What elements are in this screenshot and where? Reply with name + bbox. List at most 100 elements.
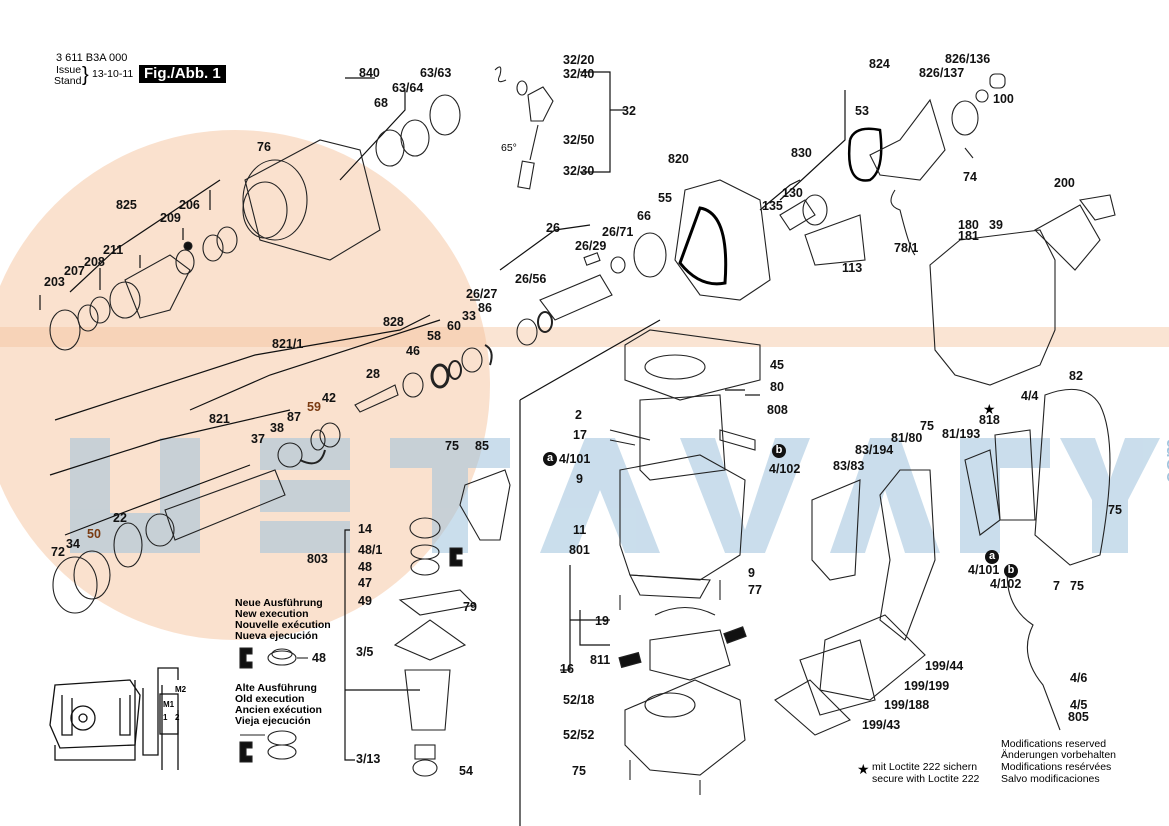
part-label[interactable]: 208	[84, 255, 105, 269]
part-label[interactable]: 100	[993, 92, 1014, 106]
part-label[interactable]: 199/44	[925, 659, 964, 673]
part-label[interactable]: 83/83	[833, 459, 865, 473]
part-label[interactable]: 3/5	[356, 645, 374, 659]
part-label[interactable]: 830	[791, 146, 812, 160]
part-label[interactable]: 75	[920, 419, 934, 433]
part-label[interactable]: 4/102	[769, 462, 801, 476]
part-label[interactable]: 81/193	[942, 427, 981, 441]
part-label[interactable]: 75	[1070, 579, 1084, 593]
part-label[interactable]: 63/63	[420, 66, 452, 80]
part-label[interactable]: 199/43	[862, 718, 901, 732]
part-label[interactable]: 825	[116, 198, 137, 212]
part-label[interactable]: 9	[576, 472, 583, 486]
part-label[interactable]: 82	[1069, 369, 1083, 383]
part-label[interactable]: 199/199	[904, 679, 950, 693]
part-label[interactable]: 80	[770, 380, 784, 394]
part-label[interactable]: 821/1	[272, 337, 304, 351]
part-label[interactable]: 53	[855, 104, 869, 118]
part-label[interactable]: 801	[569, 543, 590, 557]
part-label[interactable]: 17	[573, 428, 587, 442]
part-label[interactable]: 4/102	[990, 577, 1022, 591]
part-label[interactable]: 26	[546, 221, 560, 235]
part-label[interactable]: 54	[459, 764, 473, 778]
part-label[interactable]: 49	[358, 594, 372, 608]
part-label[interactable]: 32/40	[563, 67, 595, 81]
part-label[interactable]: 75	[572, 764, 586, 778]
part-label[interactable]: 63/64	[392, 81, 424, 95]
part-label[interactable]: 38	[270, 421, 284, 435]
part-label[interactable]: 26/29	[575, 239, 607, 253]
part-label[interactable]: 86	[478, 301, 492, 315]
part-label[interactable]: 22	[113, 511, 127, 525]
part-label[interactable]: 48	[312, 651, 326, 665]
part-label[interactable]: 200	[1054, 176, 1075, 190]
part-label[interactable]: 77	[748, 583, 762, 597]
part-label[interactable]: 83/194	[855, 443, 894, 457]
part-label[interactable]: 11	[573, 523, 587, 537]
part-label[interactable]: 42	[322, 391, 336, 405]
part-label[interactable]: 4/101	[559, 452, 591, 466]
part-label[interactable]: 821	[209, 412, 230, 426]
part-label[interactable]: 85	[475, 439, 489, 453]
part-label[interactable]: 14	[358, 522, 372, 536]
part-label[interactable]: 818	[979, 413, 1000, 427]
part-label[interactable]: 58	[427, 329, 441, 343]
part-label[interactable]: 37	[251, 432, 265, 446]
part-label[interactable]: 4/5	[1070, 698, 1088, 712]
part-label[interactable]: 74	[963, 170, 977, 184]
part-label[interactable]: 47	[358, 576, 372, 590]
part-label[interactable]: 66	[637, 209, 651, 223]
part-label[interactable]: 32	[622, 104, 636, 118]
part-label[interactable]: 33	[462, 309, 476, 323]
part-label[interactable]: 32/20	[563, 53, 595, 67]
part-label[interactable]: 78/1	[894, 241, 919, 255]
part-label[interactable]: 19	[595, 614, 609, 628]
part-label[interactable]: 826/137	[919, 66, 965, 80]
part-label[interactable]: 828	[383, 315, 404, 329]
part-label[interactable]: 26/56	[515, 272, 547, 286]
part-label[interactable]: 199/188	[884, 698, 930, 712]
part-label[interactable]: 52/18	[563, 693, 595, 707]
part-label[interactable]: 46	[406, 344, 420, 358]
part-label[interactable]: 68	[374, 96, 388, 110]
part-label[interactable]: 45	[770, 358, 784, 372]
part-label[interactable]: 16	[560, 662, 574, 676]
part-label[interactable]: 79	[463, 600, 477, 614]
part-label[interactable]: 824	[869, 57, 890, 71]
part-label[interactable]: 211	[103, 243, 124, 257]
part-label[interactable]: 135	[762, 199, 783, 213]
part-label[interactable]: 87	[287, 410, 301, 424]
part-label[interactable]: 48/1	[358, 543, 383, 557]
part-label[interactable]: 32/30	[563, 164, 595, 178]
part-label[interactable]: 50	[87, 527, 101, 541]
part-label[interactable]: 2	[575, 408, 582, 422]
part-label[interactable]: 206	[179, 198, 200, 212]
part-label[interactable]: 60	[447, 319, 461, 333]
part-label[interactable]: 4/4	[1021, 389, 1039, 403]
part-label[interactable]: 4/101	[968, 563, 1000, 577]
part-label[interactable]: 4/6	[1070, 671, 1088, 685]
part-label[interactable]: 826/136	[945, 52, 991, 66]
part-label[interactable]: 180	[958, 218, 979, 232]
part-label[interactable]: 130	[782, 186, 803, 200]
part-label[interactable]: 26/71	[602, 225, 634, 239]
part-label[interactable]: 207	[64, 264, 85, 278]
part-label[interactable]: 34	[66, 537, 80, 551]
part-label[interactable]: 72	[51, 545, 65, 559]
part-label[interactable]: 52/52	[563, 728, 595, 742]
part-label[interactable]: 181	[958, 229, 979, 243]
part-label[interactable]: 48	[358, 560, 372, 574]
part-label[interactable]: 39	[989, 218, 1003, 232]
part-label[interactable]: 55	[658, 191, 672, 205]
part-label[interactable]: 113	[842, 261, 863, 275]
part-label[interactable]: 808	[767, 403, 788, 417]
part-label[interactable]: 75	[445, 439, 459, 453]
part-label[interactable]: 32/50	[563, 133, 595, 147]
part-label[interactable]: 203	[44, 275, 65, 289]
part-label[interactable]: 820	[668, 152, 689, 166]
part-label[interactable]: 209	[160, 211, 181, 225]
part-label[interactable]: 28	[366, 367, 380, 381]
part-label[interactable]: 26/27	[466, 287, 498, 301]
part-label[interactable]: 840	[359, 66, 380, 80]
part-label[interactable]: 803	[307, 552, 328, 566]
